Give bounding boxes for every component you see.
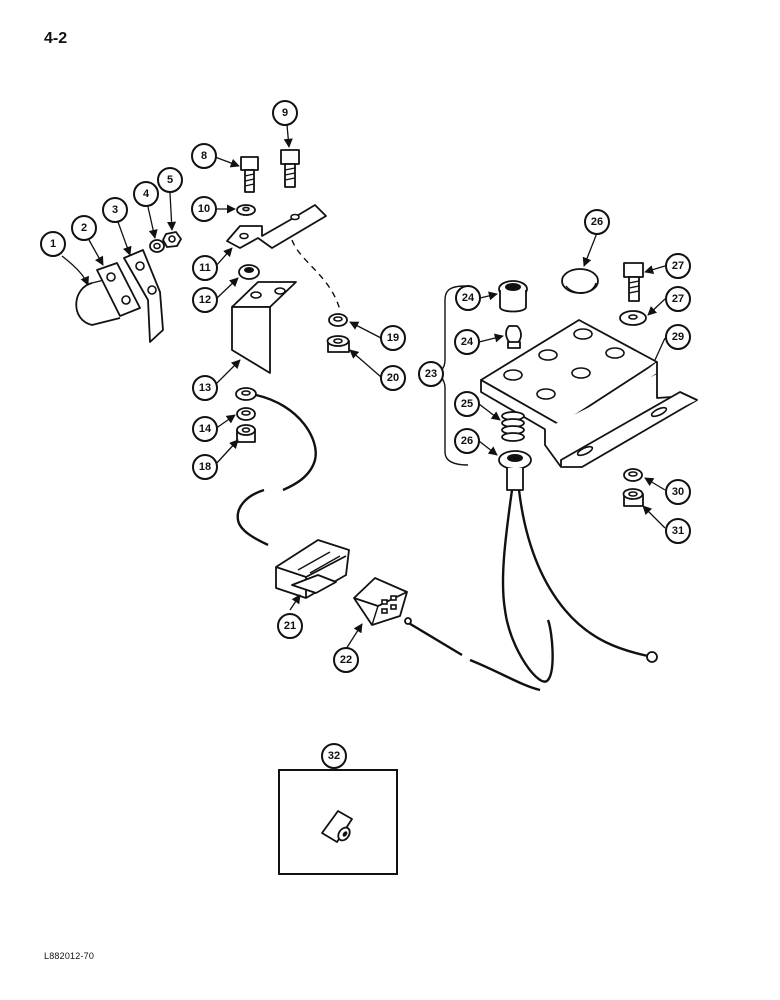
callout-27-right: 31 [665, 518, 691, 544]
spring-part [501, 411, 525, 442]
nut-part [622, 488, 644, 507]
callout-32: 32 [321, 743, 347, 769]
callout-26: 19 [380, 325, 406, 351]
leader-lines [61, 124, 666, 770]
callout-19: 26 [454, 428, 480, 454]
svg-text:9: 9 [282, 107, 288, 119]
page-number: 4-2 [44, 30, 68, 47]
svg-text:2: 2 [81, 222, 87, 234]
nut-part [236, 424, 256, 443]
lamp-socket-part [498, 280, 528, 313]
callout-23: 29 [665, 324, 691, 350]
callout-24-right: 27 [665, 253, 691, 279]
callout-10: 13 [192, 375, 218, 401]
svg-text:11: 11 [199, 262, 211, 274]
connector-housing-part [275, 539, 350, 599]
svg-text:25: 25 [461, 398, 473, 410]
lamp-lead-wire [406, 620, 463, 657]
svg-text:31: 31 [672, 525, 684, 537]
callout-30: 21 [277, 613, 303, 639]
callout-2: 3 [102, 197, 128, 223]
svg-text:20: 20 [387, 372, 399, 384]
svg-text:23: 23 [425, 368, 437, 380]
callout-3: 1 [40, 231, 66, 257]
callout-24: 9 [272, 100, 298, 126]
callout-11: 8 [191, 143, 217, 169]
bolt-part [623, 262, 644, 302]
callout-29: 26 [584, 209, 610, 235]
callout-26-right: 30 [665, 479, 691, 505]
svg-text:24: 24 [461, 336, 474, 348]
clamp-plate-part [96, 262, 141, 317]
wire-terminal [404, 617, 412, 625]
flat-washer-part [236, 204, 256, 216]
svg-text:26: 26 [461, 435, 473, 447]
callout-21: 24 [454, 329, 480, 355]
bulb-part [505, 325, 522, 349]
svg-text:32: 32 [328, 750, 340, 762]
svg-text:27: 27 [672, 293, 684, 305]
svg-text:18: 18 [199, 461, 211, 473]
bolt-part [280, 149, 300, 188]
reference-code: L882012-70 [44, 951, 95, 961]
lamp-bracket-part [480, 319, 698, 468]
svg-text:27: 27 [672, 260, 684, 272]
grommet-part [238, 264, 260, 280]
svg-text:12: 12 [199, 294, 211, 306]
callout-20: 25 [454, 391, 480, 417]
callout-18: 23 [418, 361, 444, 387]
callout-1: 2 [71, 215, 97, 241]
svg-text:1: 1 [50, 238, 56, 250]
svg-text:21: 21 [284, 620, 296, 632]
callout-27: 20 [380, 365, 406, 391]
nut-part [162, 231, 182, 248]
svg-text:8: 8 [201, 150, 207, 162]
callout-14: 18 [192, 454, 218, 480]
callout-31: 22 [333, 647, 359, 673]
callout-5: 5 [157, 167, 183, 193]
mounting-bracket-part [226, 204, 327, 249]
svg-text:19: 19 [387, 332, 399, 344]
svg-text:24: 24 [462, 292, 475, 304]
svg-text:14: 14 [199, 423, 212, 435]
svg-text:3: 3 [112, 204, 118, 216]
svg-text:5: 5 [167, 174, 173, 186]
nut-part [326, 335, 350, 353]
l-bracket-part [231, 281, 297, 374]
callout-8: 11 [192, 255, 218, 281]
callout-12: 10 [191, 196, 217, 222]
angle-bracket-part [123, 249, 164, 343]
svg-text:26: 26 [591, 216, 603, 228]
lock-washer-part [328, 313, 348, 327]
lock-washer-part [149, 239, 165, 253]
callout-9: 12 [192, 287, 218, 313]
svg-text:13: 13 [199, 382, 211, 394]
svg-text:30: 30 [672, 486, 684, 498]
bolt-part [240, 156, 259, 193]
mounting-path-line [291, 239, 341, 311]
butt-connector-part [321, 810, 353, 843]
svg-text:29: 29 [672, 331, 684, 343]
lamp-harness-wire [517, 489, 649, 658]
connector-plug-part [353, 577, 408, 626]
lock-washer-part [623, 468, 643, 482]
lamp-harness-wire [469, 658, 541, 692]
callout-13: 14 [192, 416, 218, 442]
flat-washer-part [619, 310, 647, 326]
callout-4: 4 [133, 181, 159, 207]
callout-22: 24 [455, 285, 481, 311]
lock-washer-part [236, 407, 256, 421]
socket-base-part [498, 450, 532, 491]
svg-text:4: 4 [143, 188, 150, 200]
callout-25: 27 [665, 286, 691, 312]
ring-terminal-part [235, 387, 257, 401]
ring-terminal-part [646, 651, 658, 663]
svg-text:22: 22 [340, 654, 352, 666]
lamp-harness-wire [501, 489, 554, 683]
svg-text:10: 10 [198, 203, 210, 215]
ground-wire [255, 393, 317, 492]
lens-cap-part [561, 268, 599, 294]
ground-wire [236, 488, 269, 547]
